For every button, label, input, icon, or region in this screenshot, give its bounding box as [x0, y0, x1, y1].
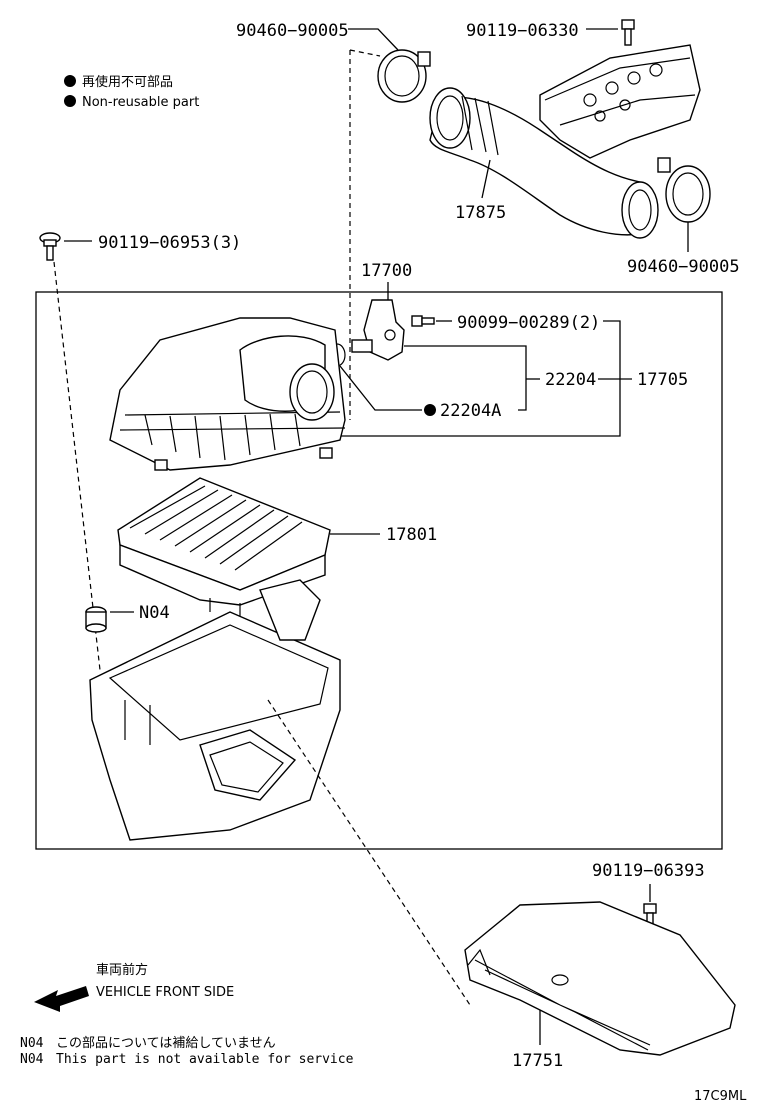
part-number-17751: 17751 — [512, 1051, 563, 1071]
screw-icon — [411, 315, 435, 327]
intake-hose — [429, 96, 651, 236]
legend-en: Non-reusable part — [82, 95, 199, 110]
part-number-17801: 17801 — [386, 525, 437, 545]
direction-jp: 車両前方 — [96, 962, 148, 978]
part-number-17705: 17705 — [637, 370, 688, 390]
grommet — [85, 606, 107, 633]
air-cleaner-cap — [109, 317, 346, 471]
part-number-17875: 17875 — [455, 203, 506, 223]
part-number-17700: 17700 — [361, 261, 412, 281]
footnote-code-2: N04 — [20, 1052, 44, 1067]
non-reusable-bullet-icon — [64, 75, 76, 87]
footnote-en: This part is not available for service — [56, 1052, 354, 1067]
hose-clamp-top — [377, 49, 427, 103]
part-number-N04: N04 — [139, 603, 170, 623]
part-number-90119-06393: 90119−06393 — [592, 861, 705, 881]
part-number-90119-06953: 90119−06953(3) — [98, 233, 241, 253]
mass-air-flow-sensor — [351, 299, 405, 361]
legend-jp: 再使用不可部品 — [82, 74, 173, 90]
part-number-22204: 22204 — [545, 370, 596, 390]
part-number-90460-90005-right: 90460−90005 — [627, 257, 740, 277]
non-reusable-bullet-icon — [64, 95, 76, 107]
part-number-22204A: 22204A — [440, 401, 501, 421]
air-cleaner-case — [89, 579, 341, 841]
air-intake-hose-assembly — [377, 19, 711, 239]
part-number-90099-00289: 90099−00289(2) — [457, 313, 600, 333]
footnote: N04 この部品については補給していません N04 This part is n… — [20, 1036, 354, 1067]
footnote-jp: この部品については補給していません — [56, 1036, 276, 1051]
footnote-code-1: N04 — [20, 1036, 44, 1051]
bolt-icon — [39, 232, 61, 261]
direction-en: VEHICLE FRONT SIDE — [96, 985, 234, 1000]
front-arrow-icon — [34, 986, 89, 1012]
legend: 再使用不可部品 Non-reusable part — [64, 74, 199, 110]
diagram-id: 17C9ML — [694, 1089, 747, 1104]
assembly-17700-frame — [35, 291, 723, 850]
hose-resonator — [539, 44, 701, 159]
air-cleaner-cover — [464, 901, 736, 1056]
part-number-90460-90005-top: 90460−90005 — [236, 21, 349, 41]
non-reusable-bullet-icon — [424, 404, 436, 416]
front-direction: 車両前方 VEHICLE FRONT SIDE — [34, 962, 234, 1012]
bolt-icon — [621, 19, 635, 46]
part-number-90119-06330: 90119−06330 — [466, 21, 579, 41]
